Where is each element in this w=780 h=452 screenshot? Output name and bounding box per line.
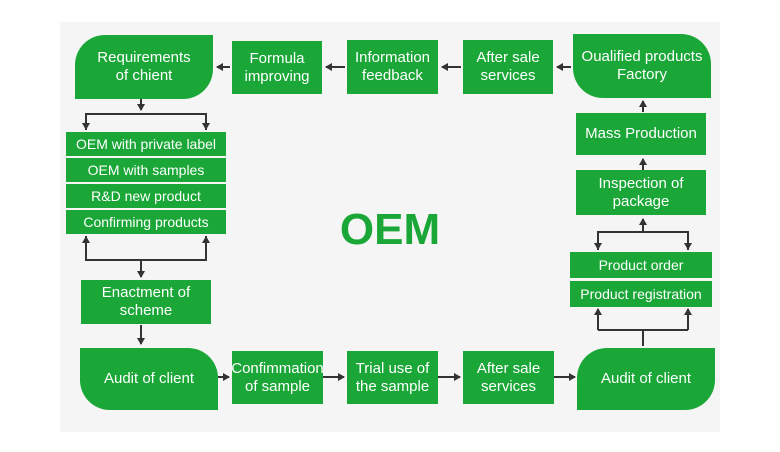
bracket-options-top	[85, 113, 207, 130]
option-rd-new-product: R&D new product	[66, 184, 226, 208]
information-feedback-label: Information feedback	[354, 49, 431, 84]
option-confirming-products-text: Confirming products	[83, 214, 209, 230]
option-oem-private-label: OEM with private label	[66, 132, 226, 156]
option-confirming-products: Confirming products	[66, 210, 226, 234]
diagram-title: OEM	[339, 205, 441, 254]
product-order-label: Product order	[598, 257, 684, 273]
formula-improving-label: Formula improving	[244, 49, 310, 85]
mass-production-label: Mass Production	[585, 125, 697, 142]
trial-use-of-sample-box: Trial use of the sample	[347, 351, 438, 404]
qualified-products-factory-label: Oualified products Factory	[581, 48, 703, 83]
inspection-of-package-label: Inspection of package	[598, 174, 684, 210]
after-sale-services-top-label: After sale services	[476, 49, 540, 84]
enactment-of-scheme-label: Enactment of scheme	[101, 284, 191, 319]
product-order-box: Product order	[570, 252, 712, 278]
product-registration-label: Product registration	[580, 286, 702, 302]
qualified-products-factory-box: Oualified products Factory	[573, 34, 711, 98]
audit-of-client-right-label: Audit of client	[600, 370, 692, 387]
requirements-of-client-label: Requirements of chient	[97, 49, 191, 84]
after-sale-services-bottom-box: After sale services	[463, 351, 554, 404]
bracket-order-top	[597, 231, 689, 250]
option-oem-samples-text: OEM with samples	[87, 162, 205, 178]
bracket-registration-bottom	[597, 312, 689, 331]
option-oem-private-label-text: OEM with private label	[75, 136, 217, 152]
option-rd-new-product-text: R&D new product	[91, 188, 201, 204]
audit-of-client-left-box: Audit of client	[80, 348, 218, 410]
after-sale-services-bottom-label: After sale services	[476, 359, 541, 395]
confirmation-of-sample-box: Confimmation of sample	[231, 351, 324, 404]
after-sale-services-top-box: After sale services	[463, 40, 553, 94]
inspection-of-package-box: Inspection of package	[576, 170, 706, 215]
audit-of-client-right-box: Audit of client	[577, 348, 715, 410]
bracket-options-bottom	[85, 236, 207, 261]
mass-production-box: Mass Production	[576, 113, 706, 155]
enactment-of-scheme-box: Enactment of scheme	[81, 280, 211, 324]
option-oem-samples: OEM with samples	[66, 158, 226, 182]
requirements-of-client-box: Requirements of chient	[75, 35, 213, 99]
formula-improving-box: Formula improving	[232, 41, 322, 94]
trial-use-of-sample-label: Trial use of the sample	[355, 359, 430, 395]
information-feedback-box: Information feedback	[347, 40, 438, 94]
product-registration-box: Product registration	[570, 281, 712, 307]
audit-of-client-left-label: Audit of client	[103, 370, 195, 387]
confirmation-of-sample-label: Confimmation of sample	[231, 359, 324, 395]
